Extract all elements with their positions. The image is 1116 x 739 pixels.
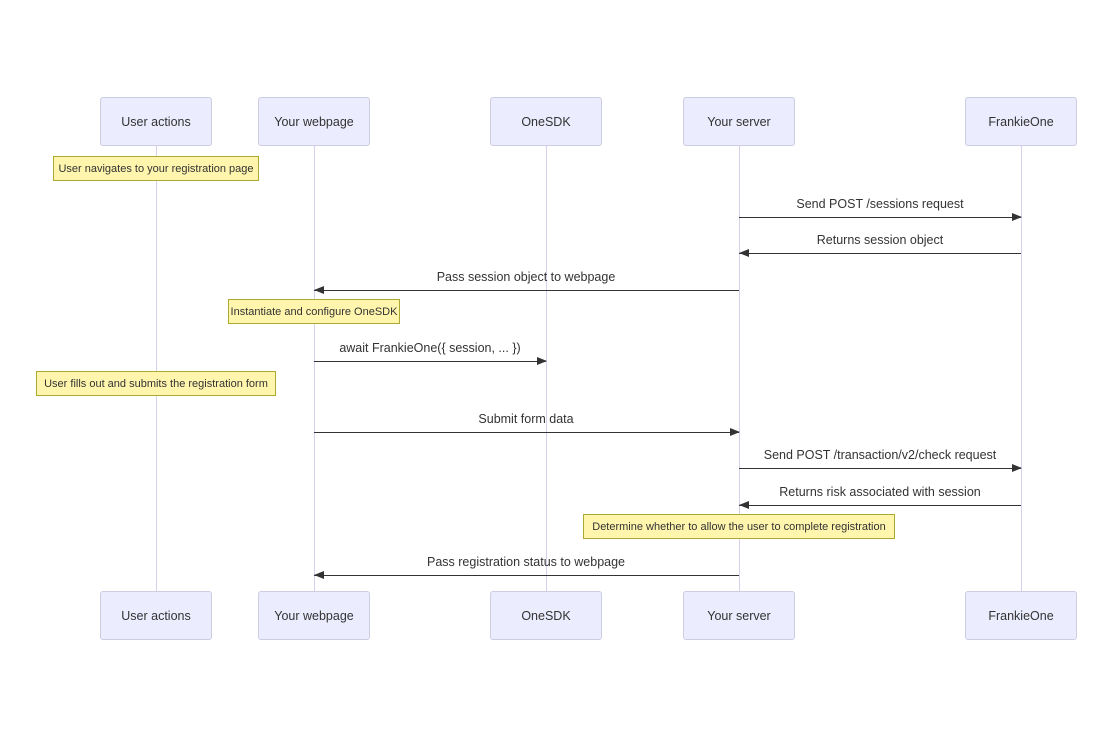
note-user-fills-form: User fills out and submits the registrat…	[36, 371, 276, 396]
actor-label: OneSDK	[521, 114, 571, 129]
message-line	[314, 432, 739, 433]
note-text: Determine whether to allow the user to c…	[592, 520, 886, 533]
actor-label: Your webpage	[274, 608, 354, 623]
message-label: await FrankieOne({ session, ... })	[339, 341, 521, 355]
arrowhead-left-icon	[739, 249, 749, 257]
arrowhead-left-icon	[314, 286, 324, 294]
arrowhead-left-icon	[314, 571, 324, 579]
actor-label: User actions	[121, 114, 191, 129]
arrowhead-right-icon	[1012, 213, 1022, 221]
actor-your-server-top: Your server	[683, 97, 795, 146]
message-label: Pass session object to webpage	[436, 270, 616, 284]
message-label: Returns risk associated with session	[779, 485, 981, 499]
lifeline-onesdk	[546, 146, 547, 591]
message-line	[739, 217, 1021, 218]
actor-label: Your server	[707, 114, 771, 129]
note-text: User fills out and submits the registrat…	[44, 377, 268, 390]
actor-onesdk-bottom: OneSDK	[490, 591, 602, 640]
message-line	[314, 290, 739, 291]
actor-your-webpage-bottom: Your webpage	[258, 591, 370, 640]
lifeline-user-actions	[156, 146, 157, 591]
message-line	[739, 253, 1021, 254]
actor-label: FrankieOne	[988, 114, 1054, 129]
note-text: User navigates to your registration page	[58, 162, 254, 175]
lifeline-your-webpage	[314, 146, 315, 591]
lifeline-your-server	[739, 146, 740, 591]
arrowhead-right-icon	[537, 357, 547, 365]
actor-label: User actions	[121, 608, 191, 623]
note-determine-allow-registration: Determine whether to allow the user to c…	[583, 514, 895, 539]
message-label: Send POST /sessions request	[796, 197, 964, 211]
note-user-navigates: User navigates to your registration page	[53, 156, 259, 181]
lifeline-frankieone	[1021, 146, 1022, 591]
message-line	[739, 468, 1021, 469]
actor-your-server-bottom: Your server	[683, 591, 795, 640]
arrowhead-right-icon	[730, 428, 740, 436]
message-line	[314, 575, 739, 576]
actor-label: OneSDK	[521, 608, 571, 623]
message-line	[314, 361, 546, 362]
note-instantiate-onesdk: Instantiate and configure OneSDK	[228, 299, 400, 324]
actor-frankieone-bottom: FrankieOne	[965, 591, 1077, 640]
message-line	[739, 505, 1021, 506]
message-label: Submit form data	[478, 412, 574, 426]
actor-label: Your webpage	[274, 114, 354, 129]
message-label: Returns session object	[816, 233, 944, 247]
message-label: Send POST /transaction/v2/check request	[763, 448, 997, 462]
actor-user-actions-top: User actions	[100, 97, 212, 146]
actor-user-actions-bottom: User actions	[100, 591, 212, 640]
arrowhead-left-icon	[739, 501, 749, 509]
actor-your-webpage-top: Your webpage	[258, 97, 370, 146]
actor-frankieone-top: FrankieOne	[965, 97, 1077, 146]
message-label: Pass registration status to webpage	[426, 555, 626, 569]
note-text: Instantiate and configure OneSDK	[230, 305, 398, 318]
actor-label: Your server	[707, 608, 771, 623]
actor-onesdk-top: OneSDK	[490, 97, 602, 146]
arrowhead-right-icon	[1012, 464, 1022, 472]
actor-label: FrankieOne	[988, 608, 1054, 623]
